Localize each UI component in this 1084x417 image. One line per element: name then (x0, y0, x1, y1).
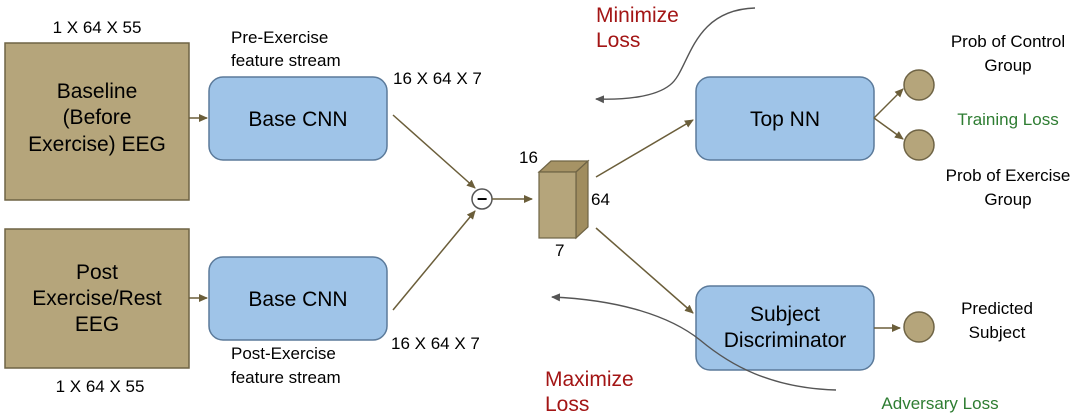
pre-output-shape: 16 X 64 X 7 (393, 69, 482, 88)
subtract-icon: − (477, 189, 488, 209)
control-output-node (903, 69, 935, 101)
post-label-line3: EEG (75, 313, 119, 336)
baseline-eeg-box: Baseline (Before Exercise) EEG (4, 42, 190, 201)
maximize-loss-label-line1: Maximize (545, 368, 634, 391)
training-loss-label: Training Loss (957, 110, 1058, 129)
discriminator-label-line1: Subject (750, 303, 820, 326)
arrow-topnn-to-control (873, 88, 904, 119)
feature-tensor-cube (537, 159, 590, 240)
post-stream-label-line1: Post-Exercise (231, 344, 336, 363)
base-cnn-pre-label: Base CNN (248, 108, 347, 131)
adversary-loss-label: Adversary Loss (881, 394, 998, 413)
post-shape-label: 1 X 64 X 55 (56, 377, 145, 396)
discriminator-label-line2: Discriminator (724, 329, 847, 352)
tensor-height-label: 64 (591, 190, 610, 209)
exercise-label-line2: Group (984, 190, 1031, 209)
arrow-post-to-subtract (392, 210, 476, 311)
arrow-pre-to-subtract (392, 114, 476, 189)
post-label-line2: Exercise/Rest (32, 287, 162, 310)
tensor-width-label: 7 (555, 241, 564, 260)
arrow-tensor-to-topnn (595, 119, 694, 178)
base-cnn-post: Base CNN (208, 256, 388, 341)
exercise-label-line1: Prob of Exercise (946, 166, 1071, 185)
pre-stream-label-line2: feature stream (231, 51, 341, 70)
post-label-line1: Post (76, 261, 118, 284)
pre-stream-label-line1: Pre-Exercise (231, 28, 328, 47)
post-eeg-box: Post Exercise/Rest EEG (4, 228, 190, 369)
subject-label-line2: Subject (969, 323, 1026, 342)
subject-discriminator-box: Subject Discriminator (695, 285, 875, 371)
baseline-shape-label: 1 X 64 X 55 (53, 18, 142, 37)
post-output-shape: 16 X 64 X 7 (391, 334, 480, 353)
baseline-label-line3: Exercise) EEG (28, 133, 166, 156)
base-cnn-pre: Base CNN (208, 76, 388, 161)
arrow-topnn-to-exercise (873, 117, 904, 140)
maximize-loss-label-line2: Loss (545, 393, 589, 416)
post-stream-label-line2: feature stream (231, 368, 341, 387)
arrow-tensor-to-discriminator (595, 227, 694, 314)
exercise-output-node (903, 129, 935, 161)
base-cnn-post-label: Base CNN (248, 288, 347, 311)
subject-label-line1: Predicted (961, 299, 1033, 318)
maximize-loss-curve-arrow (551, 293, 837, 391)
minimize-loss-label-line1: Minimize (596, 4, 679, 27)
top-nn-box: Top NN (695, 76, 875, 161)
subtract-node: − (471, 188, 493, 210)
baseline-label-line2: (Before (63, 106, 132, 129)
minimize-loss-label-line2: Loss (596, 29, 640, 52)
minimize-loss-curve-arrow (595, 7, 756, 104)
control-label-line1: Prob of Control (951, 32, 1065, 51)
tensor-depth-label: 16 (519, 148, 538, 167)
control-label-line2: Group (984, 56, 1031, 75)
subject-output-node (903, 311, 935, 343)
top-nn-label: Top NN (750, 108, 820, 131)
baseline-label-line1: Baseline (57, 80, 138, 103)
